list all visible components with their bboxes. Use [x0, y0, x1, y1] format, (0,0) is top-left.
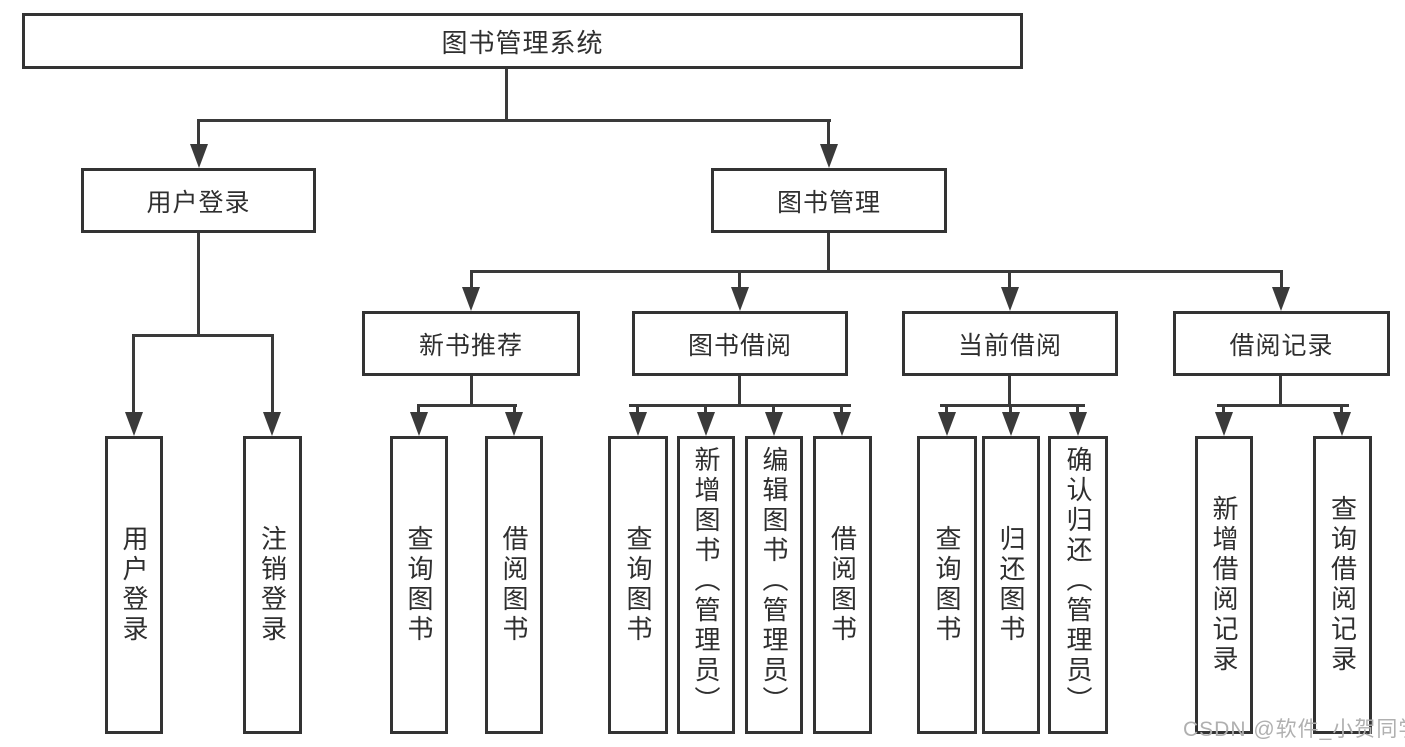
connector-line: [738, 270, 741, 290]
connector-line: [132, 334, 274, 337]
leaf-query-books-current-label: 查询图书: [932, 525, 962, 645]
connector-line: [1222, 404, 1225, 415]
node-book-borrowing-label: 图书借阅: [687, 331, 792, 360]
csdn-watermark: CSDN @软件_小贺同学: [1183, 718, 1405, 741]
connector-line: [197, 233, 200, 337]
leaf-query-borrow-record-label: 查询借阅记录: [1327, 495, 1358, 675]
connector-line: [629, 404, 851, 407]
leaf-user-login: 用户登录: [105, 436, 163, 734]
leaf-user-login-label: 用户登录: [119, 525, 149, 645]
leaf-logout-label: 注销登录: [257, 525, 288, 645]
leaf-add-book-admin: 新增图书（管理员）: [677, 436, 735, 734]
arrowhead-down-icon: [820, 144, 838, 168]
leaf-query-books-borrowing-label: 查询图书: [623, 525, 653, 645]
leaf-add-borrow-record-label: 新增借阅记录: [1209, 495, 1239, 675]
node-book-management-label: 图书管理: [776, 188, 881, 217]
node-new-book-recommend: 新书推荐: [362, 311, 580, 376]
node-borrowing-records-label: 借阅记录: [1229, 331, 1334, 360]
arrowhead-down-icon: [1333, 412, 1351, 436]
connector-line: [1076, 404, 1079, 415]
connector-line: [197, 119, 831, 122]
arrowhead-down-icon: [1069, 412, 1087, 436]
arrowhead-down-icon: [1001, 287, 1019, 311]
node-book-borrowing: 图书借阅: [632, 311, 848, 376]
connector-line: [738, 376, 741, 407]
node-new-book-recommend-label: 新书推荐: [418, 331, 523, 360]
leaf-add-book-admin-label: 新增图书（管理员）: [691, 446, 721, 716]
connector-line: [417, 404, 517, 407]
arrowhead-down-icon: [765, 412, 783, 436]
connector-line: [827, 119, 830, 151]
connector-line: [1009, 404, 1012, 415]
arrowhead-down-icon: [938, 412, 956, 436]
connector-line: [197, 119, 200, 151]
leaf-return-book: 归还图书: [982, 436, 1040, 734]
leaf-edit-book-admin-label: 编辑图书（管理员）: [759, 446, 789, 716]
connector-line: [470, 376, 473, 407]
connector-line: [1340, 404, 1343, 415]
arrowhead-down-icon: [1215, 412, 1233, 436]
leaf-borrow-books-borrowing-label: 借阅图书: [827, 525, 858, 645]
connector-line: [1279, 376, 1282, 407]
leaf-logout: 注销登录: [243, 436, 302, 734]
node-current-borrowing-label: 当前借阅: [957, 331, 1062, 360]
node-borrowing-records: 借阅记录: [1173, 311, 1390, 376]
arrowhead-down-icon: [190, 144, 208, 168]
leaf-confirm-return-admin-label: 确认归还（管理员）: [1063, 446, 1093, 716]
arrowhead-down-icon: [629, 412, 647, 436]
node-book-management: 图书管理: [711, 168, 947, 233]
connector-line: [1008, 270, 1011, 290]
leaf-return-book-label: 归还图书: [996, 525, 1026, 645]
connector-line: [1008, 376, 1011, 407]
node-root: 图书管理系统: [22, 13, 1023, 69]
leaf-query-books-recommend: 查询图书: [390, 436, 448, 734]
leaf-edit-book-admin: 编辑图书（管理员）: [745, 436, 803, 734]
arrowhead-down-icon: [833, 412, 851, 436]
leaf-query-books-borrowing: 查询图书: [608, 436, 668, 734]
leaf-borrow-books-borrowing: 借阅图书: [813, 436, 872, 734]
leaf-query-books-recommend-label: 查询图书: [404, 525, 434, 645]
leaf-query-borrow-record: 查询借阅记录: [1313, 436, 1372, 734]
connector-line: [636, 404, 639, 415]
leaf-borrow-books-recommend-label: 借阅图书: [499, 525, 529, 645]
connector-line: [772, 404, 775, 415]
leaf-query-books-current: 查询图书: [917, 436, 977, 734]
arrowhead-down-icon: [1272, 287, 1290, 311]
arrowhead-down-icon: [731, 287, 749, 311]
arrowhead-down-icon: [125, 412, 143, 436]
connector-line: [513, 404, 516, 415]
connector-line: [470, 270, 1283, 273]
node-user-login: 用户登录: [81, 168, 316, 233]
node-current-borrowing: 当前借阅: [902, 311, 1118, 376]
connector-line: [505, 68, 508, 121]
leaf-confirm-return-admin: 确认归还（管理员）: [1048, 436, 1108, 734]
arrowhead-down-icon: [697, 412, 715, 436]
connector-line: [704, 404, 707, 415]
arrowhead-down-icon: [263, 412, 281, 436]
node-root-label: 图书管理系统: [441, 27, 604, 58]
leaf-borrow-books-recommend: 借阅图书: [485, 436, 543, 734]
connector-line: [1280, 270, 1283, 290]
connector-line: [940, 404, 1085, 407]
connector-line: [840, 404, 843, 415]
connector-line: [132, 334, 135, 416]
connector-line: [945, 404, 948, 415]
arrowhead-down-icon: [410, 412, 428, 436]
node-user-login-label: 用户登录: [146, 188, 251, 217]
connector-line: [470, 270, 473, 290]
arrowhead-down-icon: [1002, 412, 1020, 436]
connector-line: [417, 404, 420, 415]
connector-line: [827, 233, 830, 273]
connector-line: [1217, 404, 1349, 407]
connector-line: [271, 334, 274, 416]
arrowhead-down-icon: [462, 287, 480, 311]
leaf-add-borrow-record: 新增借阅记录: [1195, 436, 1253, 734]
arrowhead-down-icon: [505, 412, 523, 436]
